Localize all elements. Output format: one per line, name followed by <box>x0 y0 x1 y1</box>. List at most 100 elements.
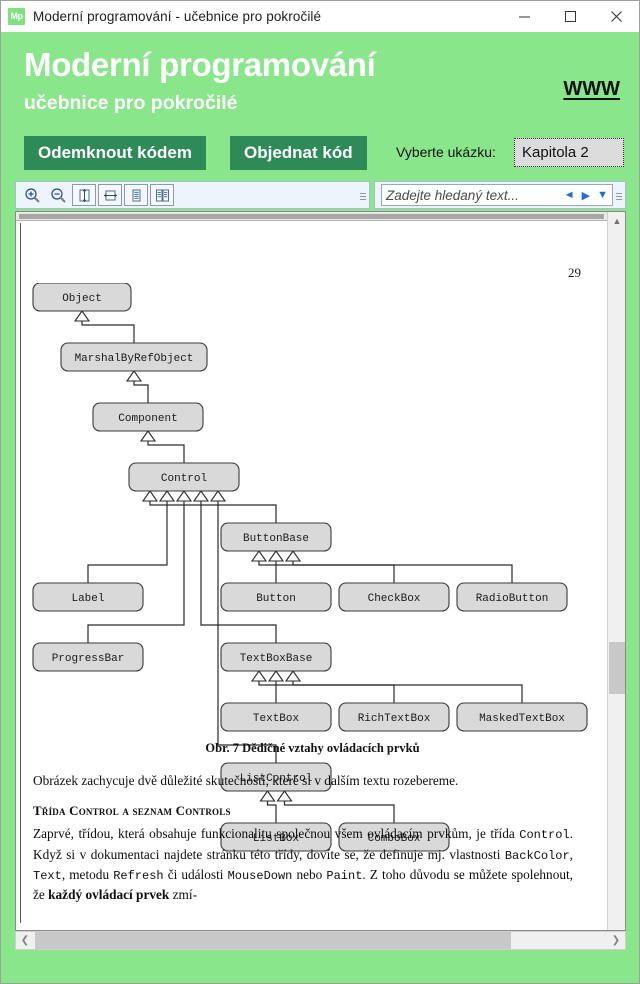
text-run: , <box>569 846 573 862</box>
uml-node-label: ListBox <box>253 833 300 845</box>
uml-node-label: Label <box>71 593 104 605</box>
paragraph-intro: Obrázek zachycuje dvě důležité skutečnos… <box>33 773 459 788</box>
uml-node-button <box>220 582 332 612</box>
uml-node-listcontrol <box>220 762 332 792</box>
search-options-icon[interactable]: ▼ <box>597 189 608 201</box>
uml-node-label: RadioButton <box>476 593 549 605</box>
toolbar-grip-left[interactable] <box>360 190 366 202</box>
uml-node-label: Object <box>62 293 102 305</box>
code-backcolor: BackColor <box>504 848 570 863</box>
uml-node-label: TextBoxBase <box>240 653 313 665</box>
fit-width-icon[interactable] <box>98 184 122 206</box>
uml-node-label: MarshalByRefObject <box>75 353 194 365</box>
app-icon: Mp <box>8 8 25 25</box>
scroll-up-icon[interactable]: ▲ <box>612 216 622 226</box>
uml-node-label: ButtonBase <box>243 533 309 545</box>
viewer-toolbar: Zadejte hledaný text... ◄ ▶ ▼ <box>15 181 626 209</box>
search-placeholder: Zadejte hledaný text... <box>386 187 519 203</box>
paragraph-control: Zaprvé, třídou, která obsahuje funkciona… <box>33 824 573 904</box>
zoom-out-icon[interactable] <box>46 184 70 206</box>
uml-node-marshalbyrefobject <box>60 342 208 372</box>
uml-node-component <box>92 402 204 432</box>
uml-node-richtextbox <box>338 702 450 732</box>
minimize-icon[interactable] <box>501 1 547 32</box>
uml-node-buttonbase <box>220 522 332 552</box>
www-link[interactable]: WWW <box>563 78 620 100</box>
uml-node-label: MaskedTextBox <box>479 713 565 725</box>
text-run: Zaprvé, třídou, která obsahuje funkciona… <box>33 826 520 842</box>
text-run: zmí- <box>169 887 198 903</box>
code-mousedown: MouseDown <box>227 868 293 883</box>
figure-caption: Obr. 7 Dědičné vztahy ovládacích prvků <box>205 741 420 755</box>
text-run: nebo <box>292 866 327 882</box>
maximize-icon[interactable] <box>547 1 593 32</box>
horizontal-scrollbar[interactable]: ❮ ❯ <box>15 931 626 950</box>
prev-match-icon[interactable]: ◄ <box>563 189 575 201</box>
uml-node-label: ProgressBar <box>52 653 125 665</box>
code-paint: Paint <box>326 868 363 883</box>
uml-node-label: Component <box>118 413 177 425</box>
fit-page-icon[interactable] <box>72 184 96 206</box>
window-controls <box>501 1 639 32</box>
chapter-select[interactable]: Kapitola 2 <box>514 138 624 167</box>
scroll-right-icon[interactable]: ❯ <box>611 935 621 946</box>
document-top-strip-fill <box>19 214 604 219</box>
unlock-with-code-button[interactable]: Odemknout kódem <box>24 136 206 170</box>
page-number: 29 <box>568 265 581 280</box>
text-run: , metodu <box>61 866 114 882</box>
order-code-button[interactable]: Objednat kód <box>230 136 367 170</box>
code-refresh: Refresh <box>113 868 164 883</box>
uml-node-checkbox <box>338 582 450 612</box>
uml-node-textboxbase <box>220 642 332 672</box>
view-controls-panel <box>15 181 370 209</box>
uml-node-radiobutton <box>456 582 568 612</box>
uml-node-object <box>32 282 132 312</box>
uml-node-label: ComboBox <box>368 833 421 845</box>
document-body: Obrázek zachycuje dvě důležité skutečnos… <box>33 771 573 917</box>
uml-node-control <box>128 462 240 492</box>
title-bar: Mp Moderní programování - učebnice pro p… <box>1 1 639 32</box>
document-top-strip <box>16 212 625 221</box>
single-page-icon[interactable] <box>124 184 148 206</box>
uml-node-label: TextBox <box>253 713 300 725</box>
chapter-select-label: Vyberte ukázku: <box>396 144 496 160</box>
section-heading: Třída Control a seznam Controls <box>33 803 231 819</box>
code-text: Text <box>33 868 62 883</box>
scroll-left-icon[interactable]: ❮ <box>20 935 30 946</box>
window-title: Moderní programování - učebnice pro pokr… <box>33 9 322 24</box>
uml-diagram-svg: ObjectMarshalByRefObjectComponentControl… <box>32 282 588 852</box>
search-panel: Zadejte hledaný text... ◄ ▶ ▼ <box>374 181 626 209</box>
text-run: . Když si v dokumentaci najdete stránku … <box>33 826 573 862</box>
two-page-icon[interactable] <box>150 184 174 206</box>
uml-node-progressbar <box>32 642 144 672</box>
zoom-in-icon[interactable] <box>20 184 44 206</box>
uml-node-label <box>32 582 144 612</box>
uml-node-label: Button <box>256 593 296 605</box>
page-subtitle: učebnice pro pokročilé <box>24 92 238 114</box>
emphasis-run: každý ovládací prvek <box>48 887 170 903</box>
vertical-scrollbar-thumb[interactable] <box>609 642 625 694</box>
code-control: Control <box>519 828 570 843</box>
page-title: Moderní programování <box>24 46 376 83</box>
uml-node-maskedtextbox <box>456 702 588 732</box>
text-run: . Z toho důvodu se můžete spolehnout, že <box>33 866 574 903</box>
vertical-scrollbar[interactable]: ▲ <box>607 212 625 930</box>
search-input[interactable]: Zadejte hledaný text... ◄ ▶ ▼ <box>381 184 613 206</box>
uml-node-label: RichTextBox <box>358 713 431 725</box>
uml-node-textbox <box>220 702 332 732</box>
uml-node-combobox <box>338 822 450 852</box>
close-icon[interactable] <box>593 1 639 32</box>
uml-node-label: Control <box>161 473 207 485</box>
uml-node-label: ListControl <box>240 773 313 785</box>
next-match-icon[interactable]: ▶ <box>581 189 591 202</box>
horizontal-scrollbar-track[interactable] <box>512 932 607 949</box>
uml-node-listbox <box>220 822 332 852</box>
toolbar-grip-right[interactable] <box>616 190 622 202</box>
app-header: Moderní programování učebnice pro pokroč… <box>2 32 638 173</box>
horizontal-scrollbar-thumb[interactable] <box>35 932 511 949</box>
text-run: či události <box>163 866 228 882</box>
